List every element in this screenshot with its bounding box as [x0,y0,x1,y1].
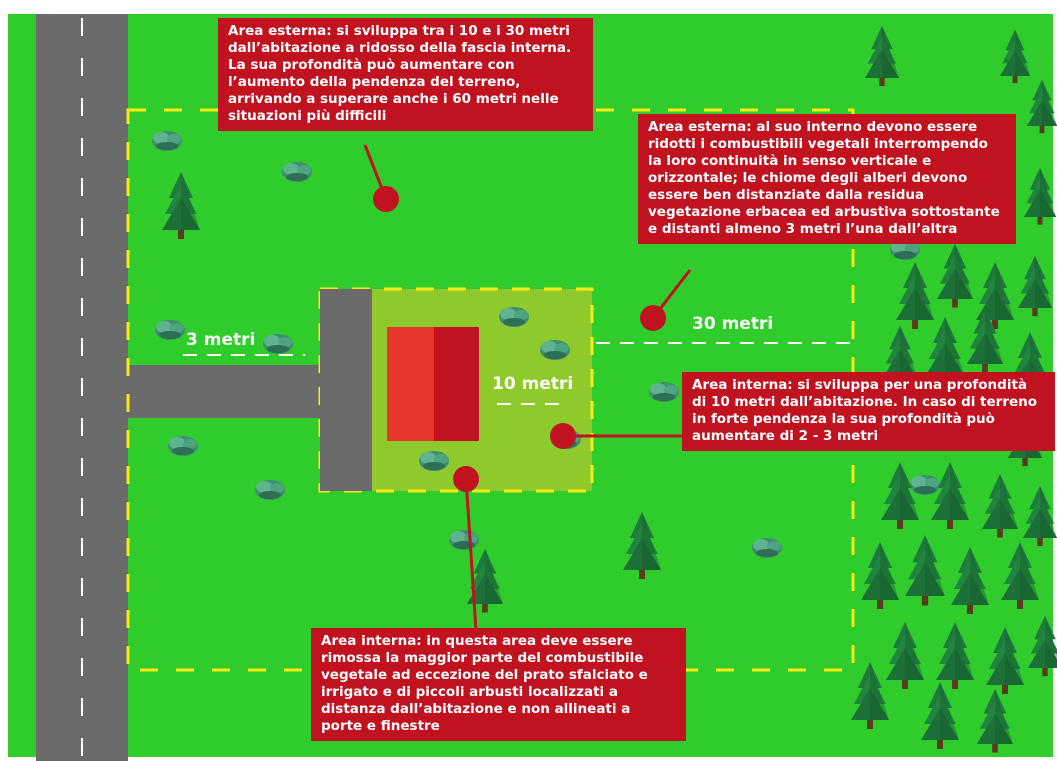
shrub-icon [263,334,293,354]
shrub-icon [155,320,185,340]
driveway-inner [320,289,372,491]
house-roof-left [387,327,434,441]
callout-internal-area-bottom: Area interna: in questa area deve essere… [311,628,686,741]
pointer-dot-right [640,305,666,331]
pointer-dot-inner-right [550,423,576,449]
shrub-icon [282,162,312,182]
pointer-dot-bottom [453,466,479,492]
callout-external-area-right: Area esterna: al suo interno devono esse… [638,114,1016,244]
shrub-icon [910,475,940,495]
pointer-line-bottom [464,478,478,631]
label-3-metri: 3 metri [186,330,256,350]
shrub-icon [449,530,479,550]
driveway [128,365,323,418]
shrub-icon [540,340,570,360]
callout-external-area-top: Area esterna: si sviluppa tra i 10 e i 3… [218,18,593,131]
shrub-icon [649,382,679,402]
house-roof-right [434,327,479,441]
callout-internal-area-right: Area interna: si sviluppa per una profon… [682,372,1055,451]
shrub-icon [168,436,198,456]
label-10-metri: 10 metri [492,374,574,394]
shrub-icon [419,451,449,471]
shrub-icon [152,131,182,151]
shrub-icon [255,480,285,500]
label-30-metri: 30 metri [692,314,774,334]
shrub-icon [499,307,529,327]
shrub-icon [752,538,782,558]
pointer-dot-top [373,186,399,212]
